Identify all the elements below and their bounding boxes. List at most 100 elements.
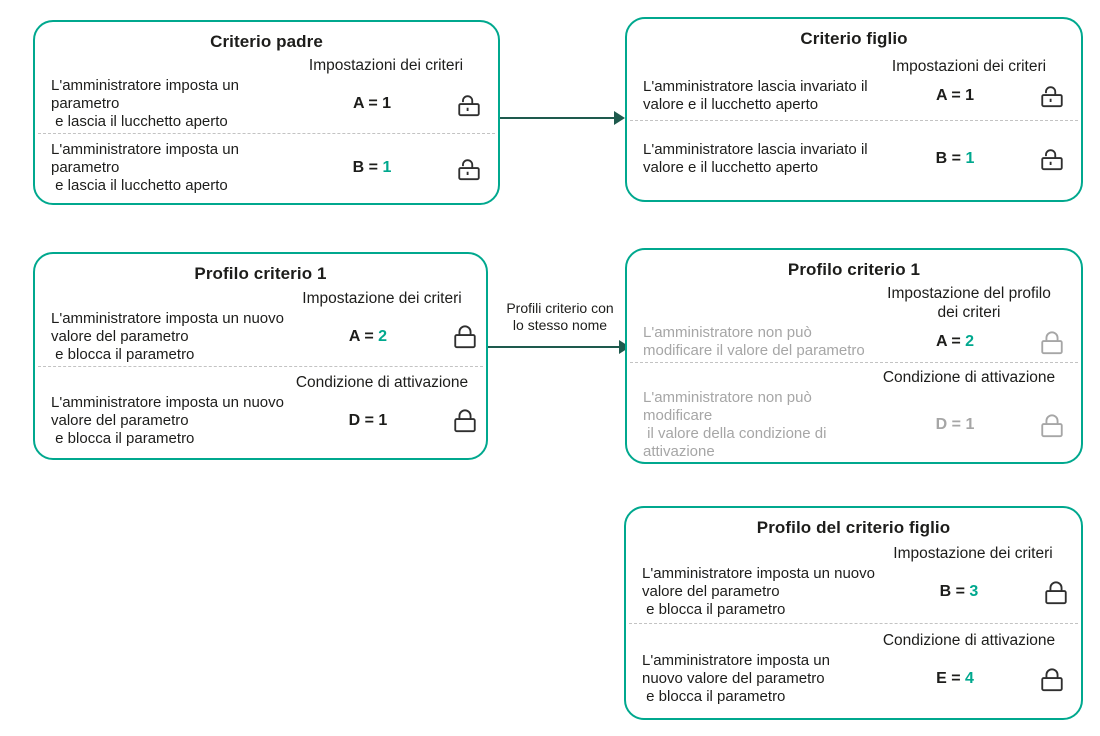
setting-section: Impostazioni dei criteri L'amministrator… bbox=[49, 53, 484, 131]
box-title: Profilo criterio 1 bbox=[787, 260, 921, 279]
box-profilo-criterio-1: Profilo criterio 1 Impostazione dei crit… bbox=[33, 252, 488, 460]
box-criterio-padre: Criterio padre Impostazioni dei criteri … bbox=[33, 20, 500, 205]
setting-section: Condizione di attivazione L'amministrato… bbox=[640, 626, 1067, 708]
setting-value-row: A = 2 bbox=[871, 329, 1067, 356]
closed-lock-icon bbox=[1039, 412, 1065, 439]
arrow-head bbox=[619, 340, 630, 354]
value-label: A = bbox=[352, 95, 378, 112]
box-title: Criterio figlio bbox=[800, 29, 908, 48]
setting-description: L'amministratore non può modificare il v… bbox=[643, 324, 865, 359]
setting-section: Impostazioni dei criteri L'amministrator… bbox=[641, 50, 1067, 118]
value-label: E = bbox=[936, 670, 961, 687]
setting-description: L'amministratore imposta un nuovo valore… bbox=[51, 309, 284, 363]
divider bbox=[629, 623, 1078, 624]
settings-group-label bbox=[871, 136, 1067, 141]
arrow-profile-to-profile bbox=[488, 340, 630, 354]
setting-value-row: A = 1 bbox=[288, 91, 484, 118]
open-lock-icon bbox=[456, 155, 482, 182]
arrow-shaft bbox=[500, 117, 614, 119]
setting-value-row: B = 1 bbox=[871, 145, 1067, 172]
settings-group-label: Condizione di attivazione bbox=[295, 373, 469, 391]
setting-value-row: A = 2 bbox=[284, 323, 480, 350]
divider bbox=[630, 362, 1078, 363]
setting-description: L'amministratore imposta un nuovo valore… bbox=[51, 393, 284, 447]
closed-lock-icon bbox=[452, 407, 478, 434]
closed-lock-icon bbox=[1039, 666, 1065, 693]
setting-value: B = 1 bbox=[871, 150, 1039, 168]
value-number: 2 bbox=[965, 333, 975, 350]
setting-value-row: D = 1 bbox=[284, 407, 480, 434]
setting-value-row: A = 1 bbox=[871, 82, 1067, 109]
box-title: Profilo del criterio figlio bbox=[756, 518, 951, 537]
value-number: 1 bbox=[965, 416, 975, 433]
setting-description: L'amministratore imposta un parametro e … bbox=[51, 141, 239, 194]
open-lock-icon bbox=[1039, 145, 1065, 172]
setting-description: L'amministratore imposta un nuovo valore… bbox=[642, 565, 875, 618]
value-label: B = bbox=[939, 583, 965, 600]
value-number: 1 bbox=[965, 149, 975, 167]
setting-value-row: E = 4 bbox=[871, 666, 1067, 693]
settings-group-label bbox=[288, 136, 484, 141]
setting-section: Impostazione dei criteri L'amministrator… bbox=[640, 539, 1067, 621]
setting-description: L'amministratore imposta un nuovo valore… bbox=[642, 652, 830, 705]
divider bbox=[38, 133, 495, 134]
settings-group-label: Condizione di attivazione bbox=[882, 632, 1056, 649]
value-label: D = bbox=[935, 416, 961, 433]
settings-group-label: Impostazioni dei criteri bbox=[308, 57, 464, 74]
setting-section: L'amministratore imposta un parametro e … bbox=[49, 136, 484, 195]
setting-description: L'amministratore imposta un parametro e … bbox=[51, 77, 239, 130]
open-lock-icon bbox=[456, 91, 482, 118]
arrow-label: Profili criterio con lo stesso nome bbox=[506, 300, 614, 333]
value-label: A = bbox=[348, 327, 374, 345]
closed-lock-icon bbox=[452, 323, 478, 350]
arrow-shaft bbox=[488, 346, 619, 348]
arrow-head bbox=[614, 111, 625, 125]
setting-value: E = 4 bbox=[871, 670, 1039, 688]
value-number: 4 bbox=[965, 670, 974, 687]
setting-value-row: B = 3 bbox=[875, 579, 1071, 606]
setting-description: L'amministratore non può modificare il v… bbox=[643, 389, 827, 460]
settings-group-label: Impostazione del profilo dei criteri bbox=[887, 285, 1051, 321]
setting-value: A = 1 bbox=[871, 87, 1039, 105]
value-label: A = bbox=[935, 86, 961, 104]
divider bbox=[630, 119, 1078, 121]
box-profilo-del-criterio-figlio: Profilo del criterio figlio Impostazione… bbox=[624, 506, 1083, 720]
closed-lock-icon bbox=[1043, 579, 1069, 606]
setting-value: A = 1 bbox=[288, 95, 456, 113]
value-number: 1 bbox=[382, 159, 392, 176]
value-number: 1 bbox=[382, 95, 392, 112]
box-title: Profilo criterio 1 bbox=[194, 264, 327, 283]
setting-value: B = 1 bbox=[288, 159, 456, 177]
setting-value-row: D = 1 bbox=[871, 412, 1067, 439]
value-number: 1 bbox=[378, 411, 388, 429]
settings-group-label: Impostazione dei criteri bbox=[302, 289, 462, 307]
setting-value: D = 1 bbox=[284, 412, 452, 430]
setting-section: Impostazione del profilo dei criteri L'a… bbox=[641, 281, 1067, 360]
value-label: B = bbox=[935, 149, 961, 167]
open-lock-icon bbox=[1039, 82, 1065, 109]
box-profilo-criterio-1-figlio: Profilo criterio 1 Impostazione del prof… bbox=[625, 248, 1083, 464]
closed-lock-icon bbox=[1039, 329, 1065, 356]
box-criterio-figlio: Criterio figlio Impostazioni dei criteri… bbox=[625, 17, 1083, 202]
setting-description: L'amministratore lascia invariato il val… bbox=[643, 77, 868, 113]
setting-value: D = 1 bbox=[871, 416, 1039, 434]
value-number: 2 bbox=[378, 327, 388, 345]
value-number: 1 bbox=[965, 86, 975, 104]
arrow-parent-to-child bbox=[500, 111, 625, 125]
setting-value: A = 2 bbox=[284, 328, 452, 346]
setting-value: B = 3 bbox=[875, 583, 1043, 601]
value-number: 3 bbox=[969, 583, 979, 600]
value-label: D = bbox=[348, 411, 374, 429]
setting-section: Impostazione dei criteri L'amministrator… bbox=[49, 285, 476, 364]
setting-section: Condizione di attivazione L'amministrato… bbox=[49, 369, 476, 448]
setting-section: Condizione di attivazione L'amministrato… bbox=[641, 365, 1067, 461]
settings-group-label: Condizione di attivazione bbox=[882, 369, 1056, 386]
setting-value: A = 2 bbox=[871, 333, 1039, 351]
setting-description: L'amministratore lascia invariato il val… bbox=[643, 140, 868, 176]
setting-section: L'amministratore lascia invariato il val… bbox=[641, 123, 1067, 191]
value-label: A = bbox=[935, 333, 961, 350]
divider bbox=[38, 366, 483, 367]
value-label: B = bbox=[352, 159, 378, 176]
settings-group-label: Impostazione dei criteri bbox=[893, 545, 1053, 562]
